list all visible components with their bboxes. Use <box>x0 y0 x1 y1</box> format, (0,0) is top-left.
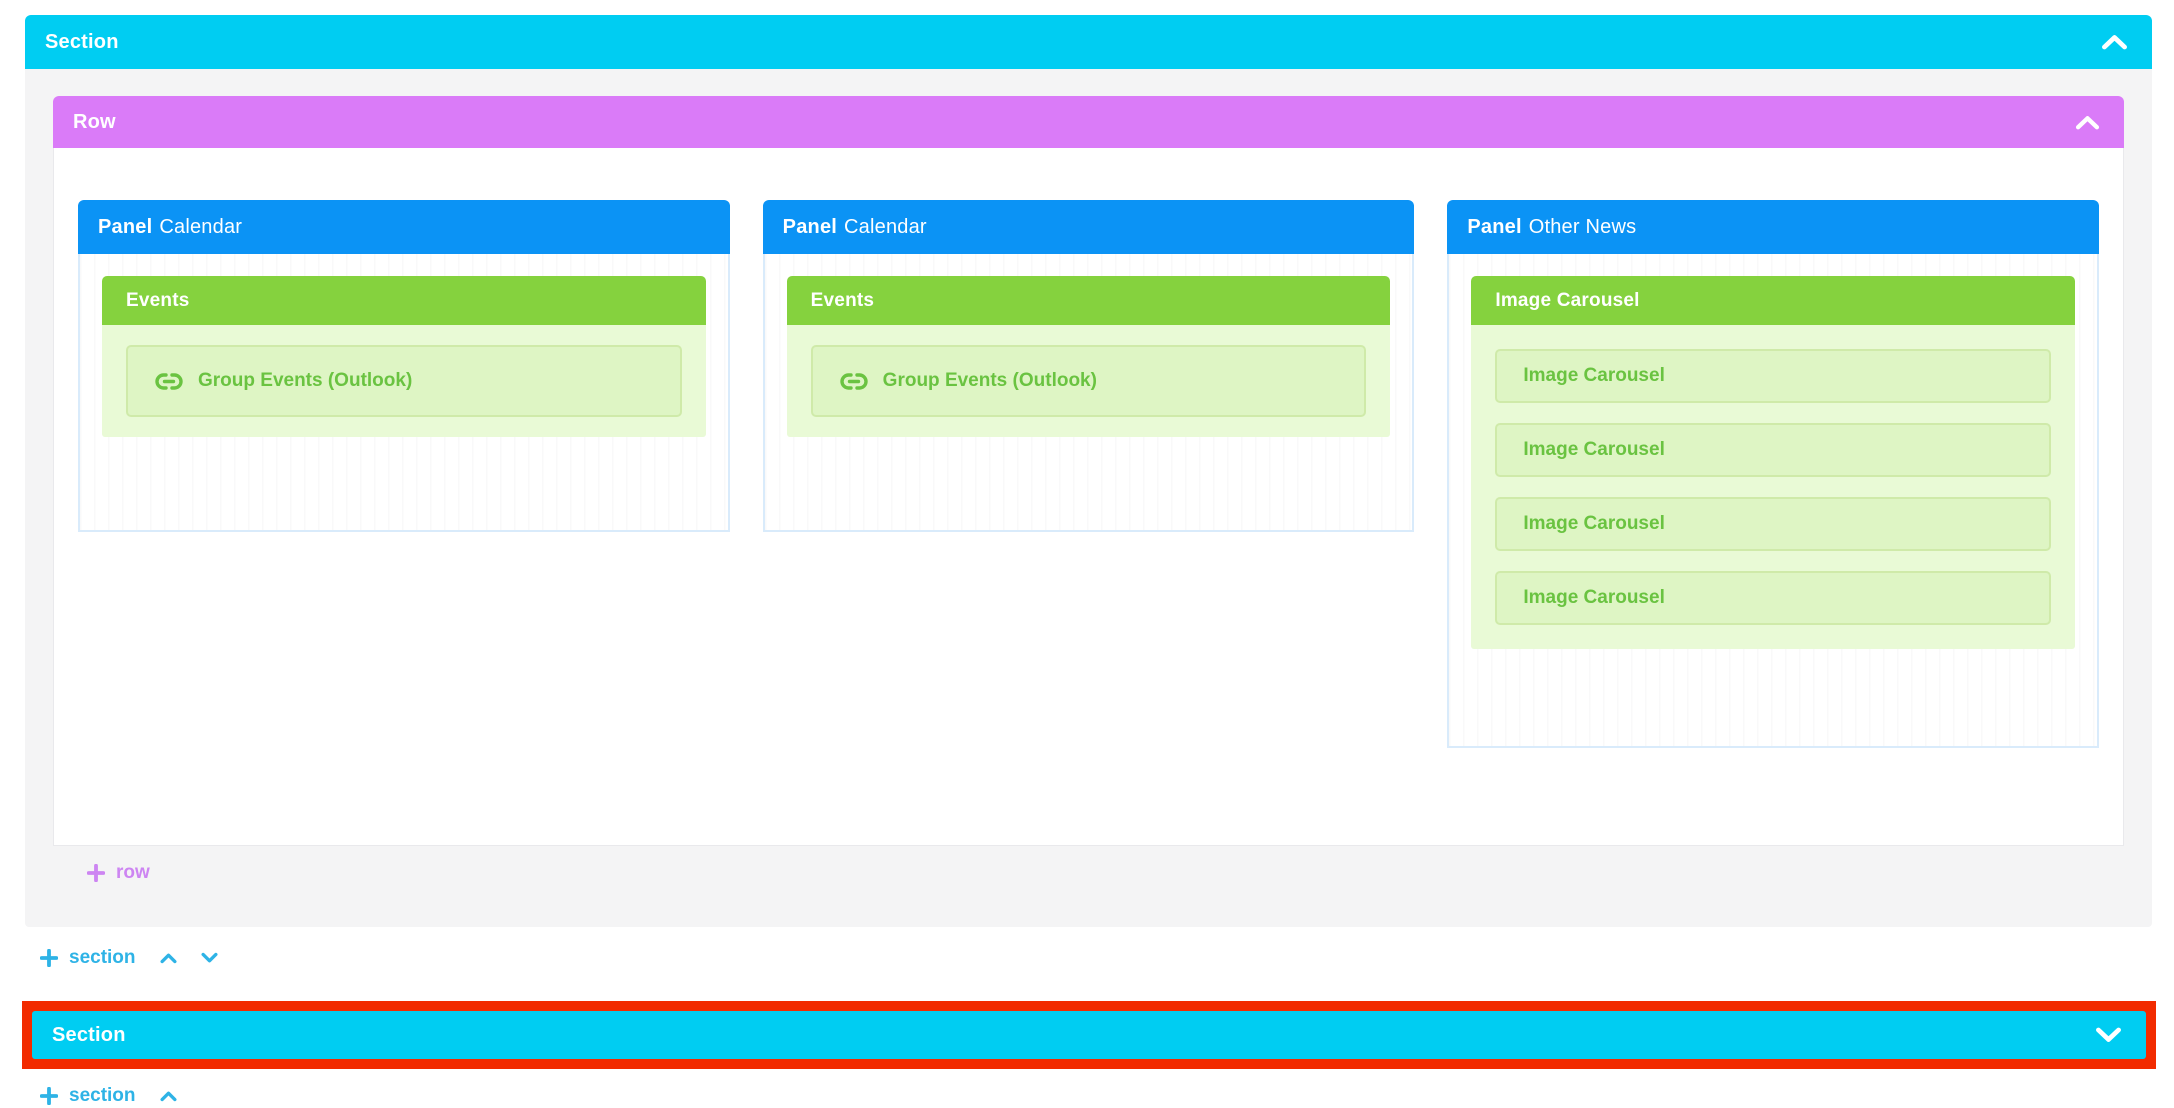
webpart-group-events[interactable]: Group Events (Outlook) <box>126 345 682 417</box>
webpart-zone-body: Group Events (Outlook) <box>786 325 1391 437</box>
move-section-up-button[interactable] <box>160 952 177 964</box>
plus-icon <box>40 949 58 967</box>
zone-label: Events <box>810 289 875 311</box>
row-label: Row <box>73 110 116 133</box>
webpart-zone-body: Group Events (Outlook) <box>102 325 706 437</box>
plus-icon <box>40 1087 58 1105</box>
zone-label: Image Carousel <box>1495 289 1640 311</box>
chevron-down-icon[interactable] <box>2095 1026 2122 1044</box>
add-section-button[interactable]: section <box>40 947 136 969</box>
panel-body: Image Carousel Image Carousel Image Caro… <box>1447 254 2100 748</box>
add-section-label: section <box>69 947 136 968</box>
chevron-up-icon <box>160 952 177 964</box>
link-icon <box>154 371 184 392</box>
webpart-zone-header: Events <box>102 276 706 325</box>
add-row-label: row <box>116 862 150 883</box>
section-header-bar-collapsed[interactable]: Section <box>32 1011 2146 1059</box>
webpart-zone-body: Image Carousel Image Carousel Image Caro… <box>1471 325 2076 649</box>
zone-label: Events <box>126 289 190 311</box>
section-label: Section <box>52 1023 126 1046</box>
chevron-down-icon <box>201 952 218 964</box>
move-section-up-button[interactable] <box>160 1090 177 1102</box>
webpart-label: Image Carousel <box>1523 439 1665 460</box>
chevron-up-icon <box>160 1090 177 1102</box>
webpart-label: Image Carousel <box>1523 365 1665 386</box>
section-block-top: Section Row <box>25 15 2152 927</box>
chevron-up-icon[interactable] <box>2075 114 2100 131</box>
webpart-zone-header: Events <box>786 276 1391 325</box>
row-header-bar[interactable]: Row <box>53 96 2124 148</box>
spacer <box>53 69 2124 96</box>
webpart-group-events[interactable]: Group Events (Outlook) <box>810 345 1367 417</box>
move-section-down-button[interactable] <box>201 952 218 964</box>
webpart-image-carousel[interactable]: Image Carousel <box>1495 497 2052 551</box>
add-section-control-bottom: section <box>40 1081 2174 1108</box>
webpart-label: Group Events (Outlook) <box>882 370 1097 391</box>
plus-icon <box>87 864 105 882</box>
section-label: Section <box>45 30 119 53</box>
webpart-label: Image Carousel <box>1523 587 1665 608</box>
panel-body: Events Group Events (Outlook) <box>78 254 730 532</box>
link-icon <box>839 371 869 392</box>
selected-section-highlight: Section <box>22 1001 2156 1069</box>
webpart-zone-header: Image Carousel <box>1471 276 2076 325</box>
add-section-label: section <box>69 1085 136 1106</box>
webpart-image-carousel[interactable]: Image Carousel <box>1495 423 2052 477</box>
add-section-button[interactable]: section <box>40 1085 136 1107</box>
add-section-control-top: section <box>40 943 2174 973</box>
section-header-bar[interactable]: Section <box>25 15 2152 69</box>
panel-body: Events Group Events (Outlook) <box>762 254 1415 532</box>
webpart-label: Group Events (Outlook) <box>198 370 413 391</box>
add-row-button[interactable]: row <box>87 862 150 884</box>
chevron-up-icon[interactable] <box>2101 33 2128 51</box>
webpart-label: Image Carousel <box>1523 513 1665 534</box>
webpart-image-carousel[interactable]: Image Carousel <box>1495 571 2052 625</box>
webpart-image-carousel[interactable]: Image Carousel <box>1495 349 2052 403</box>
